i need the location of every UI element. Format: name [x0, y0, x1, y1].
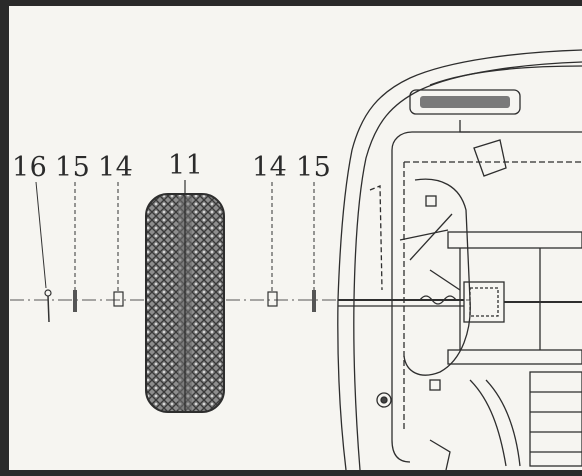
part-16-bolt — [35, 181, 52, 323]
part-14-spacer-right — [267, 182, 278, 307]
part-label-11: 11 — [168, 150, 204, 181]
vehicle-chassis-drawing — [337, 49, 582, 471]
part-label-15-left: 15 — [55, 152, 91, 183]
part-label-14-left: 14 — [98, 152, 134, 183]
part-15-washer-left — [73, 182, 77, 312]
part-label-14-right: 14 — [252, 152, 288, 183]
part-label-16: 16 — [12, 152, 48, 183]
part-label-15-right: 15 — [296, 152, 332, 183]
part-14-spacer-left — [113, 182, 124, 307]
part-11-wheel — [145, 180, 225, 413]
part-15-washer-right — [312, 182, 316, 312]
